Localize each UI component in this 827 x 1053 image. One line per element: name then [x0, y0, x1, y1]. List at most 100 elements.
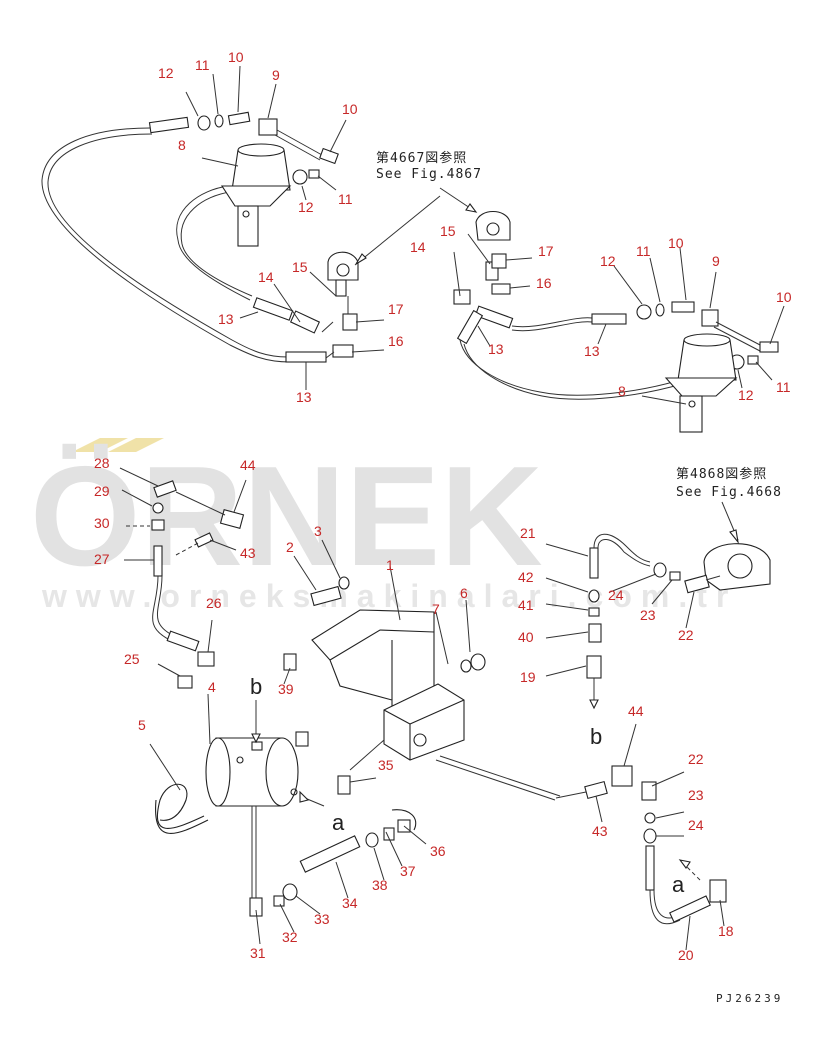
elbow-26 [197, 651, 215, 667]
label-2: 2 [286, 539, 294, 555]
nut-12-upper-left-b [292, 169, 308, 185]
label-11: 11 [195, 57, 210, 73]
ref-fig-4867-en: See Fig.4867 [376, 167, 482, 182]
washer-11-upper-right-b [747, 355, 759, 365]
washer-11-upper-right [655, 303, 665, 317]
label-29: 29 [94, 483, 110, 499]
label-43: 43 [592, 823, 608, 839]
label-24: 24 [608, 587, 624, 603]
label-16: 16 [536, 275, 552, 291]
label-13: 13 [296, 389, 312, 405]
label-26: 26 [206, 595, 222, 611]
valve-15-upper-right [475, 210, 511, 241]
label-18: 18 [718, 923, 734, 939]
label-14: 14 [258, 269, 274, 285]
washer-11-upper-left [214, 114, 224, 128]
elbow-10-upper-right [671, 301, 695, 313]
label-19: 19 [520, 669, 536, 685]
drawing-number: PJ26239 [716, 992, 783, 1005]
elbow-18 [709, 879, 727, 903]
label-12: 12 [298, 199, 314, 215]
tee-9-upper-left [258, 118, 278, 136]
label-10: 10 [342, 101, 358, 117]
label-34: 34 [342, 895, 358, 911]
tee-9-upper-right [701, 309, 719, 327]
label-20: 20 [678, 947, 694, 963]
label-21: 21 [520, 525, 536, 541]
label-30: 30 [94, 515, 110, 531]
nut-24-lower [643, 828, 657, 844]
tube-36 [391, 809, 417, 831]
label-14: 14 [410, 239, 426, 255]
upper-left-assembly [41, 111, 441, 363]
label-25: 25 [124, 651, 140, 667]
hose-13-upper-right-a [474, 305, 514, 329]
hose-13-upper-right-b [456, 309, 484, 345]
tee-44-upper [219, 508, 245, 530]
nut-42 [588, 589, 600, 603]
elbow-22-upper [684, 574, 710, 594]
hose-26 [166, 630, 200, 652]
fitting-23-upper [669, 571, 681, 581]
label-27: 27 [94, 551, 110, 567]
elbow-22-lower [641, 781, 657, 801]
label-36: 36 [430, 843, 446, 859]
fitting-43-lower [584, 780, 608, 800]
nut-23-lower [644, 812, 656, 824]
elbow-10-upper-left-b [319, 147, 339, 165]
label-3: 3 [314, 523, 322, 539]
label-13: 13 [488, 341, 504, 357]
label-6: 6 [460, 585, 468, 601]
label-41: 41 [518, 597, 534, 613]
label-23: 23 [688, 787, 704, 803]
tee-44-lower [611, 765, 633, 787]
label-43: 43 [240, 545, 256, 561]
label-12: 12 [738, 387, 754, 403]
hose-12-upper-right [591, 313, 627, 325]
label-22: 22 [678, 627, 694, 643]
air-tank-8-upper-right [664, 333, 738, 433]
block-17-upper-right [491, 253, 507, 269]
nut-24-upper [653, 562, 667, 578]
nut-33 [282, 883, 298, 901]
nut-12-upper-right [636, 304, 652, 320]
label-9: 9 [272, 67, 280, 83]
upper-right-assembly [439, 187, 779, 433]
hose-34 [299, 835, 361, 873]
label-8: 8 [178, 137, 186, 153]
watermark-brand: ÖRNEK [30, 437, 543, 596]
label-22: 22 [688, 751, 704, 767]
hose-21 [589, 547, 599, 579]
elbow-16-upper-left [332, 344, 354, 358]
label-11: 11 [636, 243, 651, 259]
ref-fig-4868-en: See Fig.4668 [676, 485, 782, 500]
fitting-40 [588, 623, 602, 643]
valve-fig4868 [703, 543, 771, 591]
air-tank-8-upper-left [220, 143, 292, 247]
washer-38 [383, 827, 395, 841]
label-17: 17 [538, 243, 554, 259]
hose-5 [156, 783, 205, 829]
hose-13-upper-left-a [252, 297, 294, 321]
lower-right-assembly [584, 501, 771, 925]
label-15: 15 [440, 223, 456, 239]
fitting-30 [151, 519, 165, 531]
label-5: 5 [138, 717, 146, 733]
label-10: 10 [776, 289, 792, 305]
label-11: 11 [338, 191, 353, 207]
watermark-accent-right [108, 438, 164, 452]
fitting-14-upper-left [289, 310, 321, 334]
washer-41 [588, 607, 600, 617]
nut-38 [365, 832, 379, 848]
bracket-1 [283, 609, 465, 761]
ref-fig-4868-jp: 第4868図参照 [676, 466, 767, 482]
fitting-19 [586, 655, 602, 679]
label-42: 42 [518, 569, 534, 585]
ref-fig-4867-jp: 第4667図参照 [376, 150, 467, 166]
elbow-35 [337, 775, 351, 795]
elbow-10-upper-right-b [759, 341, 779, 353]
lower-left-assembly [151, 480, 587, 917]
nut-6 [470, 653, 486, 671]
label-32: 32 [282, 929, 298, 945]
